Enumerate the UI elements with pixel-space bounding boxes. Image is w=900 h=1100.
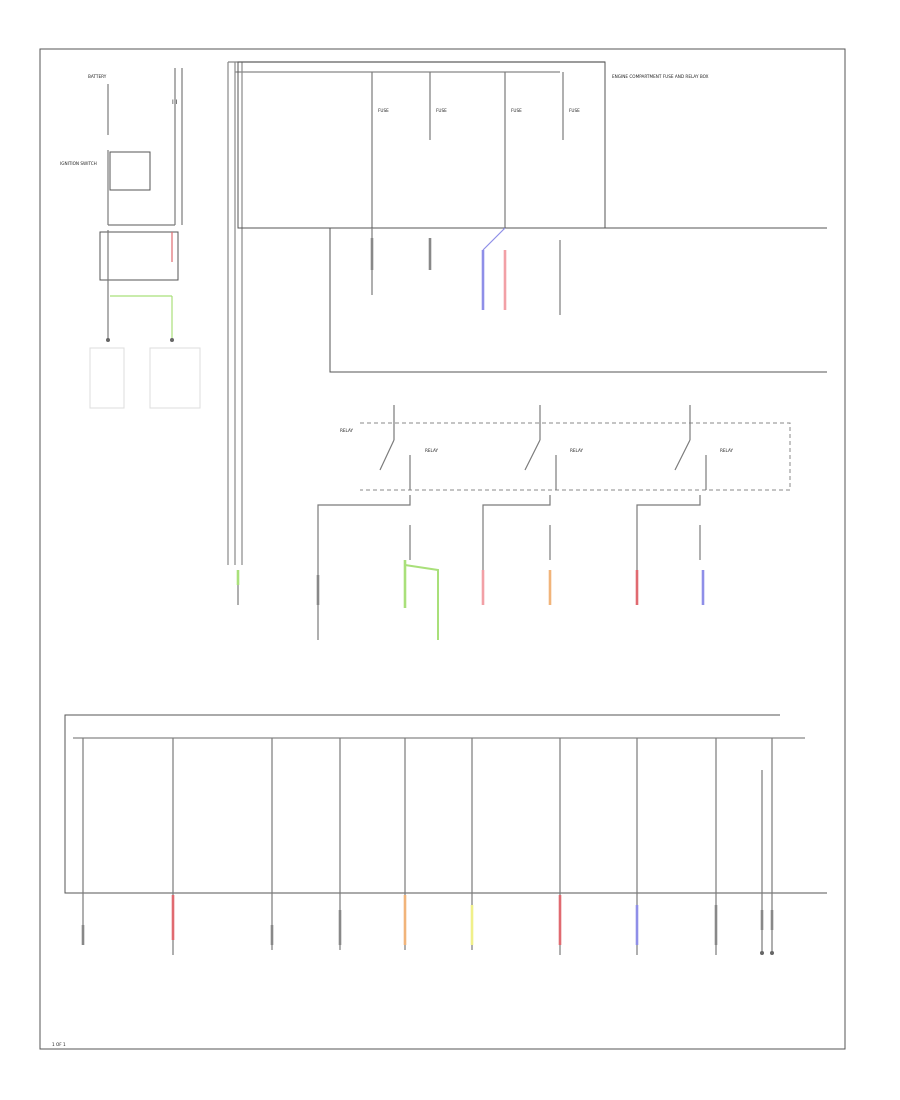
fuse-outputs: [81, 738, 774, 955]
relay-branches: [316, 495, 705, 640]
ignition-switch-label: IGNITION SWITCH: [60, 161, 97, 166]
relay-box: [329, 227, 827, 373]
ignition-switch-box: [99, 231, 179, 281]
svg-text:RELAY: RELAY: [425, 448, 439, 453]
fusible-link-box: [109, 151, 151, 191]
main-bus: [227, 61, 605, 605]
svg-text:FUSE: FUSE: [378, 108, 389, 113]
fuse-block: [64, 714, 827, 894]
relay-row: RELAY RELAY RELAY RELAY: [340, 405, 791, 491]
diagram-border: [39, 48, 846, 1050]
battery-section: BATTERY IGNITION SWITCH I I: [60, 68, 201, 409]
svg-text:I I: I I: [172, 99, 178, 106]
svg-text:RELAY: RELAY: [340, 428, 354, 433]
svg-text:RELAY: RELAY: [570, 448, 584, 453]
junction-box-label: ENGINE COMPARTMENT FUSE AND RELAY BOX: [612, 74, 709, 79]
svg-text:FUSE: FUSE: [569, 108, 580, 113]
svg-text:RELAY: RELAY: [720, 448, 734, 453]
svg-text:FUSE: FUSE: [511, 108, 522, 113]
junction-box: ENGINE COMPARTMENT FUSE AND RELAY BOX FU…: [237, 61, 709, 229]
svg-text:FUSE: FUSE: [436, 108, 447, 113]
battery-label: BATTERY: [88, 74, 107, 79]
figure-id: 1 OF 1: [52, 1042, 66, 1047]
